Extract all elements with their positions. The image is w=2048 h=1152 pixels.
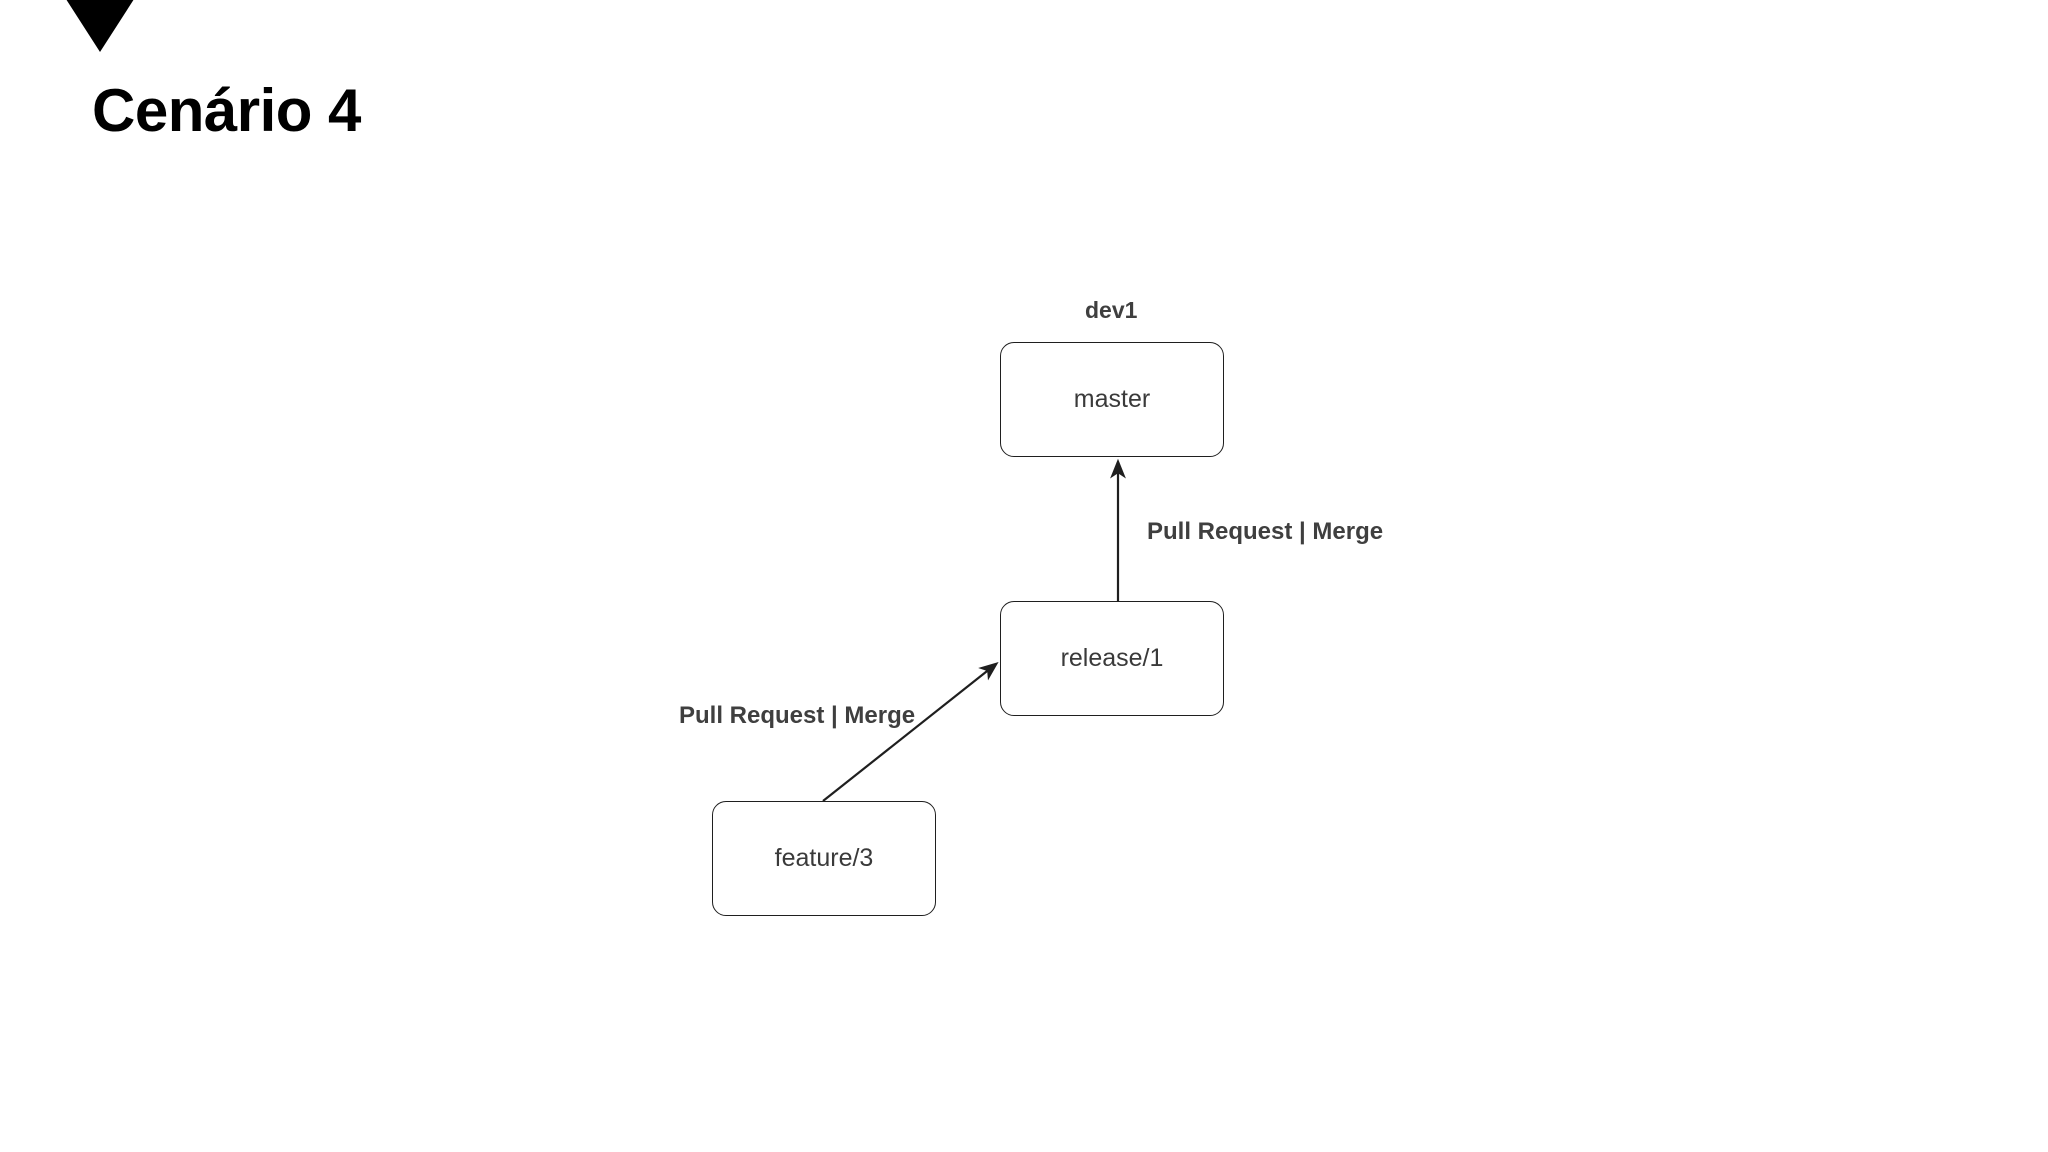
slide-footer: DXC.technology DXC Proprietary and Confi… [0, 1032, 2048, 1152]
diagram-node-master[interactable]: master [1000, 342, 1224, 457]
swimlane-label-dev1: dev1 [1085, 297, 1138, 323]
node-label: release/1 [1060, 644, 1164, 672]
triangle-down-icon [55, 0, 145, 52]
edge-label-feature-to-release: Pull Request | Merge [679, 702, 916, 729]
edge-feature-to-release [822, 661, 999, 802]
node-label: feature/3 [774, 844, 874, 872]
diagram-node-feature-3[interactable]: feature/3 [712, 801, 936, 916]
node-label: master [1073, 385, 1151, 413]
page-title: Cenário 4 [92, 77, 361, 144]
diagram-node-release-1[interactable]: release/1 [1000, 601, 1224, 716]
edge-label-release-to-master: Pull Request | Merge [1147, 518, 1384, 545]
